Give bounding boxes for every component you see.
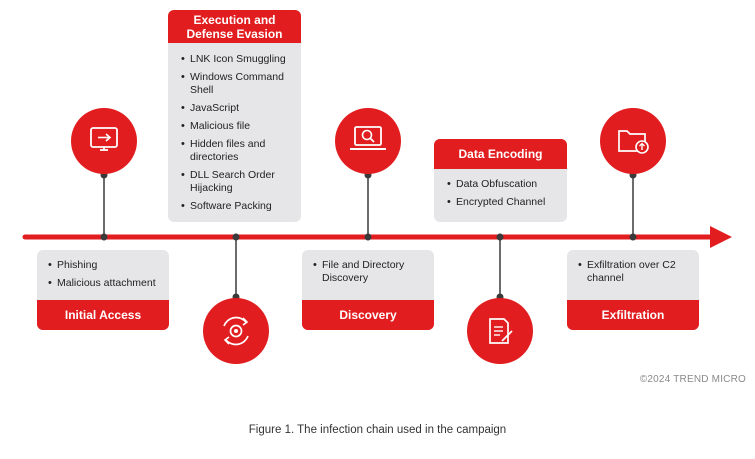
technique-item: LNK Icon Smuggling (180, 53, 295, 66)
laptop-search-icon (335, 108, 401, 174)
card-data-encoding: Data Encoding Data Obfuscation Encrypted… (434, 139, 567, 222)
technique-item: DLL Search Order Hijacking (180, 169, 295, 195)
pin-dot-exfiltration-base (629, 233, 637, 241)
technique-item: Exfiltration over C2 channel (577, 259, 691, 285)
pin-dot-discovery-base (364, 233, 372, 241)
technique-item: File and Directory Discovery (312, 259, 426, 285)
card-initial-access: Phishing Malicious attachment Initial Ac… (37, 250, 169, 330)
stage-title-execution: Execution and Defense Evasion (168, 10, 301, 43)
timeline-arrowhead (710, 226, 732, 248)
technique-item: Data Obfuscation (446, 178, 561, 191)
technique-item: Phishing (47, 259, 161, 272)
gear-cycle-icon (203, 298, 269, 364)
pin-dot-execution-base (232, 233, 240, 241)
discovery-techniques: File and Directory Discovery (302, 250, 434, 285)
technique-item: Encrypted Channel (446, 196, 561, 209)
pin-dot-data-encoding-base (496, 233, 504, 241)
stage-title-data-encoding: Data Encoding (434, 139, 567, 169)
copyright-notice: ©2024 TREND MICRO (639, 374, 746, 385)
card-exfiltration: Exfiltration over C2 channel Exfiltratio… (567, 250, 699, 330)
exfiltration-techniques: Exfiltration over C2 channel (567, 250, 699, 285)
document-pen-icon (467, 298, 533, 364)
stage-title-exfiltration: Exfiltration (567, 300, 699, 330)
execution-techniques: LNK Icon Smuggling Windows Command Shell… (168, 43, 301, 213)
timeline-graphic (22, 108, 732, 364)
technique-item: Malicious attachment (47, 277, 161, 290)
initial-access-techniques: Phishing Malicious attachment (37, 250, 169, 290)
technique-item: Hidden files and directories (180, 138, 295, 164)
folder-upload-icon (600, 108, 666, 174)
figure-caption: Figure 1. The infection chain used in th… (248, 424, 507, 436)
monitor-arrow-icon (71, 108, 137, 174)
card-discovery: File and Directory Discovery Discovery (302, 250, 434, 330)
pin-dot-initial-access-base (100, 233, 108, 241)
technique-item: Windows Command Shell (180, 71, 295, 97)
technique-item: JavaScript (180, 102, 295, 115)
data-encoding-techniques: Data Obfuscation Encrypted Channel (434, 169, 567, 209)
card-execution: Execution and Defense Evasion LNK Icon S… (168, 10, 301, 222)
technique-item: Malicious file (180, 120, 295, 133)
technique-item: Software Packing (180, 200, 295, 213)
stage-title-initial-access: Initial Access (37, 300, 169, 330)
stage-title-discovery: Discovery (302, 300, 434, 330)
